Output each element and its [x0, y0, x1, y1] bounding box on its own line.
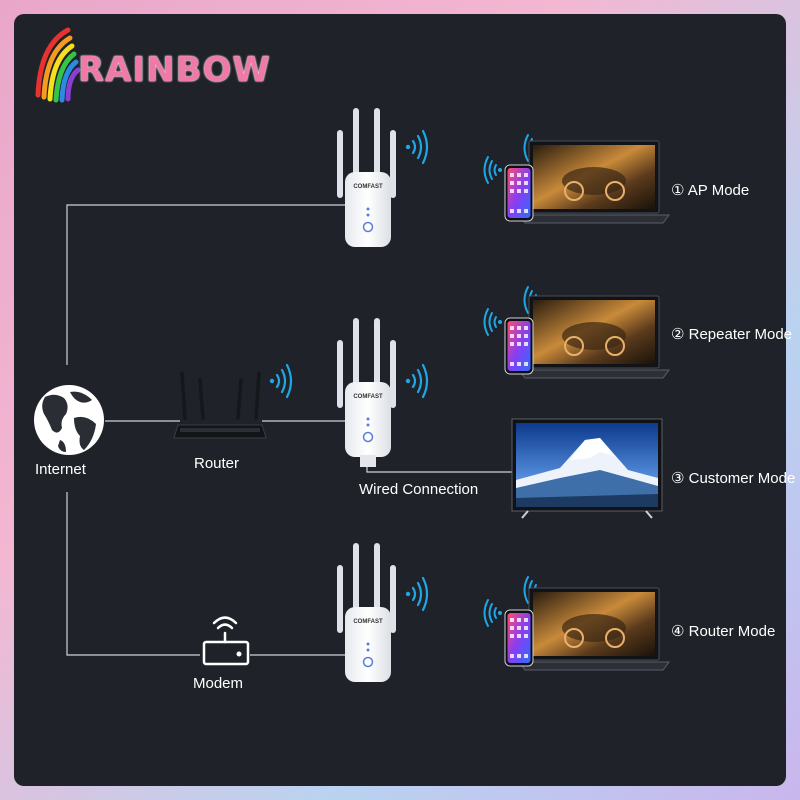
laptop-icon-1: [518, 140, 670, 224]
wired-connection-label: Wired Connection: [359, 481, 479, 498]
phone-icon-4: [504, 609, 534, 667]
device-brand-text-3: COMFAST: [353, 619, 383, 625]
router-label: Router: [194, 455, 240, 472]
mode-label-ap: ① AP Mode: [671, 182, 750, 199]
brand-logo-text: RAINBOW: [78, 50, 271, 90]
mode-label-repeater: ② Repeater Mode: [671, 326, 793, 343]
laptop-icon-2: [518, 295, 670, 379]
tv-icon: [511, 418, 663, 519]
internet-to-ap-line: [66, 204, 345, 365]
extender-router-icon: [337, 543, 396, 682]
laptop-icon-4: [518, 587, 670, 671]
phone-icon-1: [504, 164, 534, 222]
device-brand-text-1: COMFAST: [353, 184, 383, 190]
wired-connection-line: [366, 465, 512, 473]
mode-label-customer: ③ Customer Mode: [671, 470, 796, 487]
internet-to-modem-line: [66, 492, 200, 656]
extender-ap-icon: [337, 108, 396, 247]
phone-icon-2: [504, 317, 534, 375]
modem-label: Modem: [193, 675, 244, 692]
mode-label-router: ④ Router Mode: [671, 623, 776, 640]
extender-repeater-icon: [337, 318, 396, 467]
device-brand-text-2: COMFAST: [353, 394, 383, 400]
internet-label: Internet: [35, 461, 86, 478]
